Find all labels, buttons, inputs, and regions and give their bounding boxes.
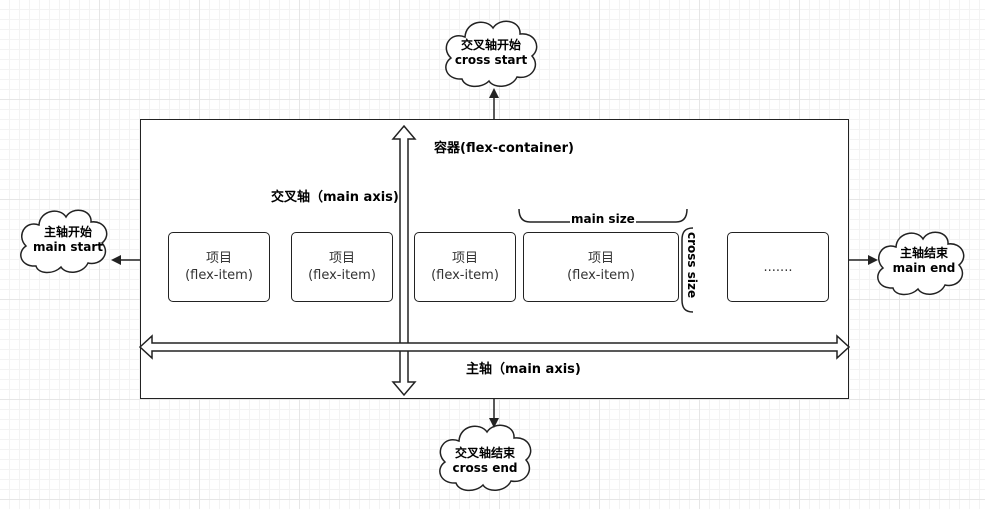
main-size-label: main size (571, 212, 635, 226)
flex-item-2: 项目 (flex-item) (291, 232, 393, 302)
cloud-main-end-line1: 主轴结束 (899, 246, 948, 260)
cloud-main-start-line2: main start (32, 240, 104, 254)
cloud-cross-start-line1: 交叉轴开始 (460, 38, 521, 52)
cloud-cross-end: 交叉轴结束 cross end (440, 446, 530, 476)
cloud-cross-end-line1: 交叉轴结束 (454, 446, 515, 460)
cross-size-label: cross size (685, 232, 699, 299)
cloud-main-start: 主轴开始 main start (22, 225, 114, 255)
flex-item-title: 项目 (451, 251, 478, 266)
flex-item-5: ....... (727, 232, 829, 302)
cloud-cross-start-shape (445, 20, 538, 88)
flex-item-4: 项目 (flex-item) (523, 232, 679, 302)
flex-item-subtitle: (flex-item) (567, 268, 635, 283)
container-title: 容器(flex-container) (434, 141, 574, 156)
cloud-main-end-line2: main end (892, 261, 956, 275)
flex-item-subtitle: (flex-item) (431, 268, 499, 283)
cross-axis-label: 交叉轴（main axis) (271, 190, 399, 205)
cloud-main-start-line1: 主轴开始 (43, 225, 92, 239)
flex-item-title: 项目 (587, 251, 614, 266)
cloud-cross-start: 交叉轴开始 cross start (446, 38, 536, 68)
cloud-cross-end-shape (439, 424, 532, 492)
cloud-main-end-shape (877, 231, 965, 296)
flex-item-1: 项目 (flex-item) (168, 232, 270, 302)
flex-item-title: 项目 (328, 251, 355, 266)
flex-item-title: 项目 (205, 251, 232, 266)
cloud-cross-end-line2: cross end (452, 461, 518, 475)
flex-item-3: 项目 (flex-item) (414, 232, 516, 302)
flex-item-subtitle: (flex-item) (308, 268, 376, 283)
flex-item-subtitle: ....... (763, 259, 793, 275)
flex-item-subtitle: (flex-item) (185, 268, 253, 283)
cloud-main-end: 主轴结束 main end (878, 246, 970, 276)
cloud-cross-start-line2: cross start (454, 53, 528, 67)
main-axis-label: 主轴（main axis) (466, 362, 581, 377)
cloud-main-start-shape (20, 209, 108, 274)
